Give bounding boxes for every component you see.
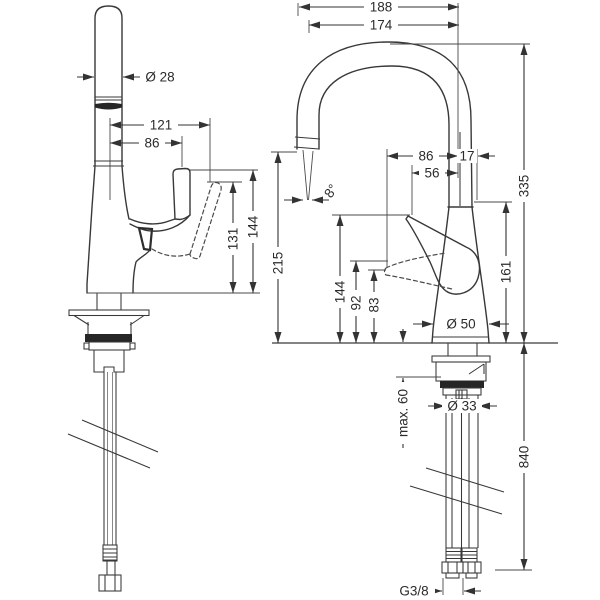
- svg-text:144: 144: [333, 280, 348, 303]
- svg-text:86: 86: [418, 149, 433, 164]
- side-aerator-lines: [95, 96, 122, 101]
- svg-text:215: 215: [271, 252, 286, 275]
- front-outlet-band: [293, 136, 321, 150]
- front-neck: [447, 343, 478, 356]
- front-crimp-hatch: [446, 550, 477, 560]
- side-mount-block: [87, 322, 132, 334]
- svg-text:335: 335: [517, 175, 532, 198]
- label-front-335: 335: [517, 170, 532, 202]
- side-hose-inner: [107, 372, 113, 545]
- svg-text:86: 86: [144, 136, 159, 151]
- front-block-flag: [468, 363, 485, 375]
- side-gasket: [85, 334, 132, 342]
- side-connector-stub: [106, 560, 116, 576]
- side-view: Ø 28 121 86 131 144: [67, 5, 261, 592]
- side-flange: [68, 309, 150, 317]
- side-retainer: [88, 341, 131, 351]
- side-extension-lines: [87, 118, 260, 294]
- svg-text:56: 56: [424, 166, 439, 181]
- svg-text:121: 121: [150, 118, 173, 133]
- side-connector-nut: [98, 574, 122, 592]
- side-handle-swing-arc: [151, 248, 191, 257]
- label-front-174: 174: [364, 18, 398, 33]
- label-front-92: 92: [349, 290, 364, 316]
- label-spray-angle: 8°: [321, 181, 341, 200]
- front-hoses: [445, 395, 479, 548]
- svg-text:Ø 50: Ø 50: [446, 317, 475, 332]
- svg-text:161: 161: [499, 261, 514, 284]
- front-hex-right: [462, 561, 482, 574]
- svg-text:8°: 8°: [321, 181, 341, 200]
- svg-text:144: 144: [246, 215, 261, 238]
- front-spout-inner: [318, 65, 450, 208]
- front-gasket: [440, 381, 484, 388]
- side-retainer-tab-right: [129, 342, 136, 350]
- svg-text:G3/8: G3/8: [399, 584, 428, 599]
- front-screw-hatch: [458, 390, 463, 399]
- label-front-215: 215: [271, 247, 286, 279]
- front-handle-dashed: [383, 252, 453, 290]
- front-hex-left: [441, 561, 464, 574]
- label-front-17: 17: [457, 149, 477, 164]
- label-front-144: 144: [333, 276, 348, 308]
- label-side-86: 86: [139, 136, 165, 151]
- front-hex-facets: [447, 562, 476, 573]
- front-break-lines: [409, 467, 505, 515]
- side-break-lines: [67, 419, 159, 469]
- front-spray-lines: [302, 149, 314, 201]
- svg-text:188: 188: [370, 0, 393, 15]
- label-front-56: 56: [419, 166, 445, 181]
- front-mount-block: [435, 361, 487, 382]
- side-hose-outer: [103, 372, 117, 545]
- side-spout-joint: [93, 160, 124, 167]
- label-front-83: 83: [367, 292, 382, 318]
- svg-text:Ø 33: Ø 33: [447, 399, 476, 414]
- front-washer: [431, 355, 491, 363]
- label-front-840: 840: [517, 441, 532, 473]
- label-side-121: 121: [144, 118, 178, 133]
- side-lower-box: [93, 349, 125, 373]
- svg-text:131: 131: [226, 228, 241, 251]
- svg-text:174: 174: [370, 18, 393, 33]
- side-neck: [96, 293, 122, 310]
- side-handle-grip: [172, 167, 191, 221]
- side-crimp-hatch: [103, 548, 117, 561]
- side-nut-facets: [104, 575, 116, 591]
- side-retainer-tab-left: [83, 342, 90, 350]
- label-hole-diameter: Ø 33: [442, 399, 482, 414]
- side-lower-body-edge: [132, 249, 151, 294]
- side-spout-column: [94, 5, 123, 167]
- label-front-188: 188: [364, 0, 398, 15]
- svg-text:max. 60: max. 60: [396, 389, 411, 437]
- front-extension-lines: [271, 3, 532, 595]
- label-side-131: 131: [226, 223, 241, 255]
- label-counter-thickness: max. 60: [396, 382, 411, 444]
- svg-text:83: 83: [367, 297, 382, 312]
- front-thread-stub-right: [465, 572, 478, 579]
- label-front-161: 161: [499, 256, 514, 288]
- label-thread: G3/8: [393, 584, 435, 599]
- side-flange-skirt: [73, 315, 145, 326]
- label-side-spout-diameter: Ø 28: [145, 70, 174, 85]
- side-body-right-edge: [121, 165, 130, 220]
- svg-text:17: 17: [459, 149, 474, 164]
- label-side-144: 144: [246, 211, 261, 243]
- label-front-86: 86: [413, 149, 439, 164]
- side-aerator-band: [95, 102, 122, 110]
- front-view: 188 174 86 17 56 8° 215 144: [271, 0, 558, 599]
- svg-text:840: 840: [517, 446, 532, 469]
- svg-text:Ø 28: Ø 28: [145, 70, 174, 85]
- front-thread-stub-left: [445, 572, 460, 579]
- side-body-left-edge: [86, 165, 96, 294]
- svg-text:92: 92: [349, 295, 364, 310]
- front-handle-solid: [405, 215, 481, 295]
- front-spout-outer: [296, 41, 473, 208]
- label-base-diameter: Ø 50: [440, 317, 482, 332]
- side-handle-dashed: [189, 181, 222, 260]
